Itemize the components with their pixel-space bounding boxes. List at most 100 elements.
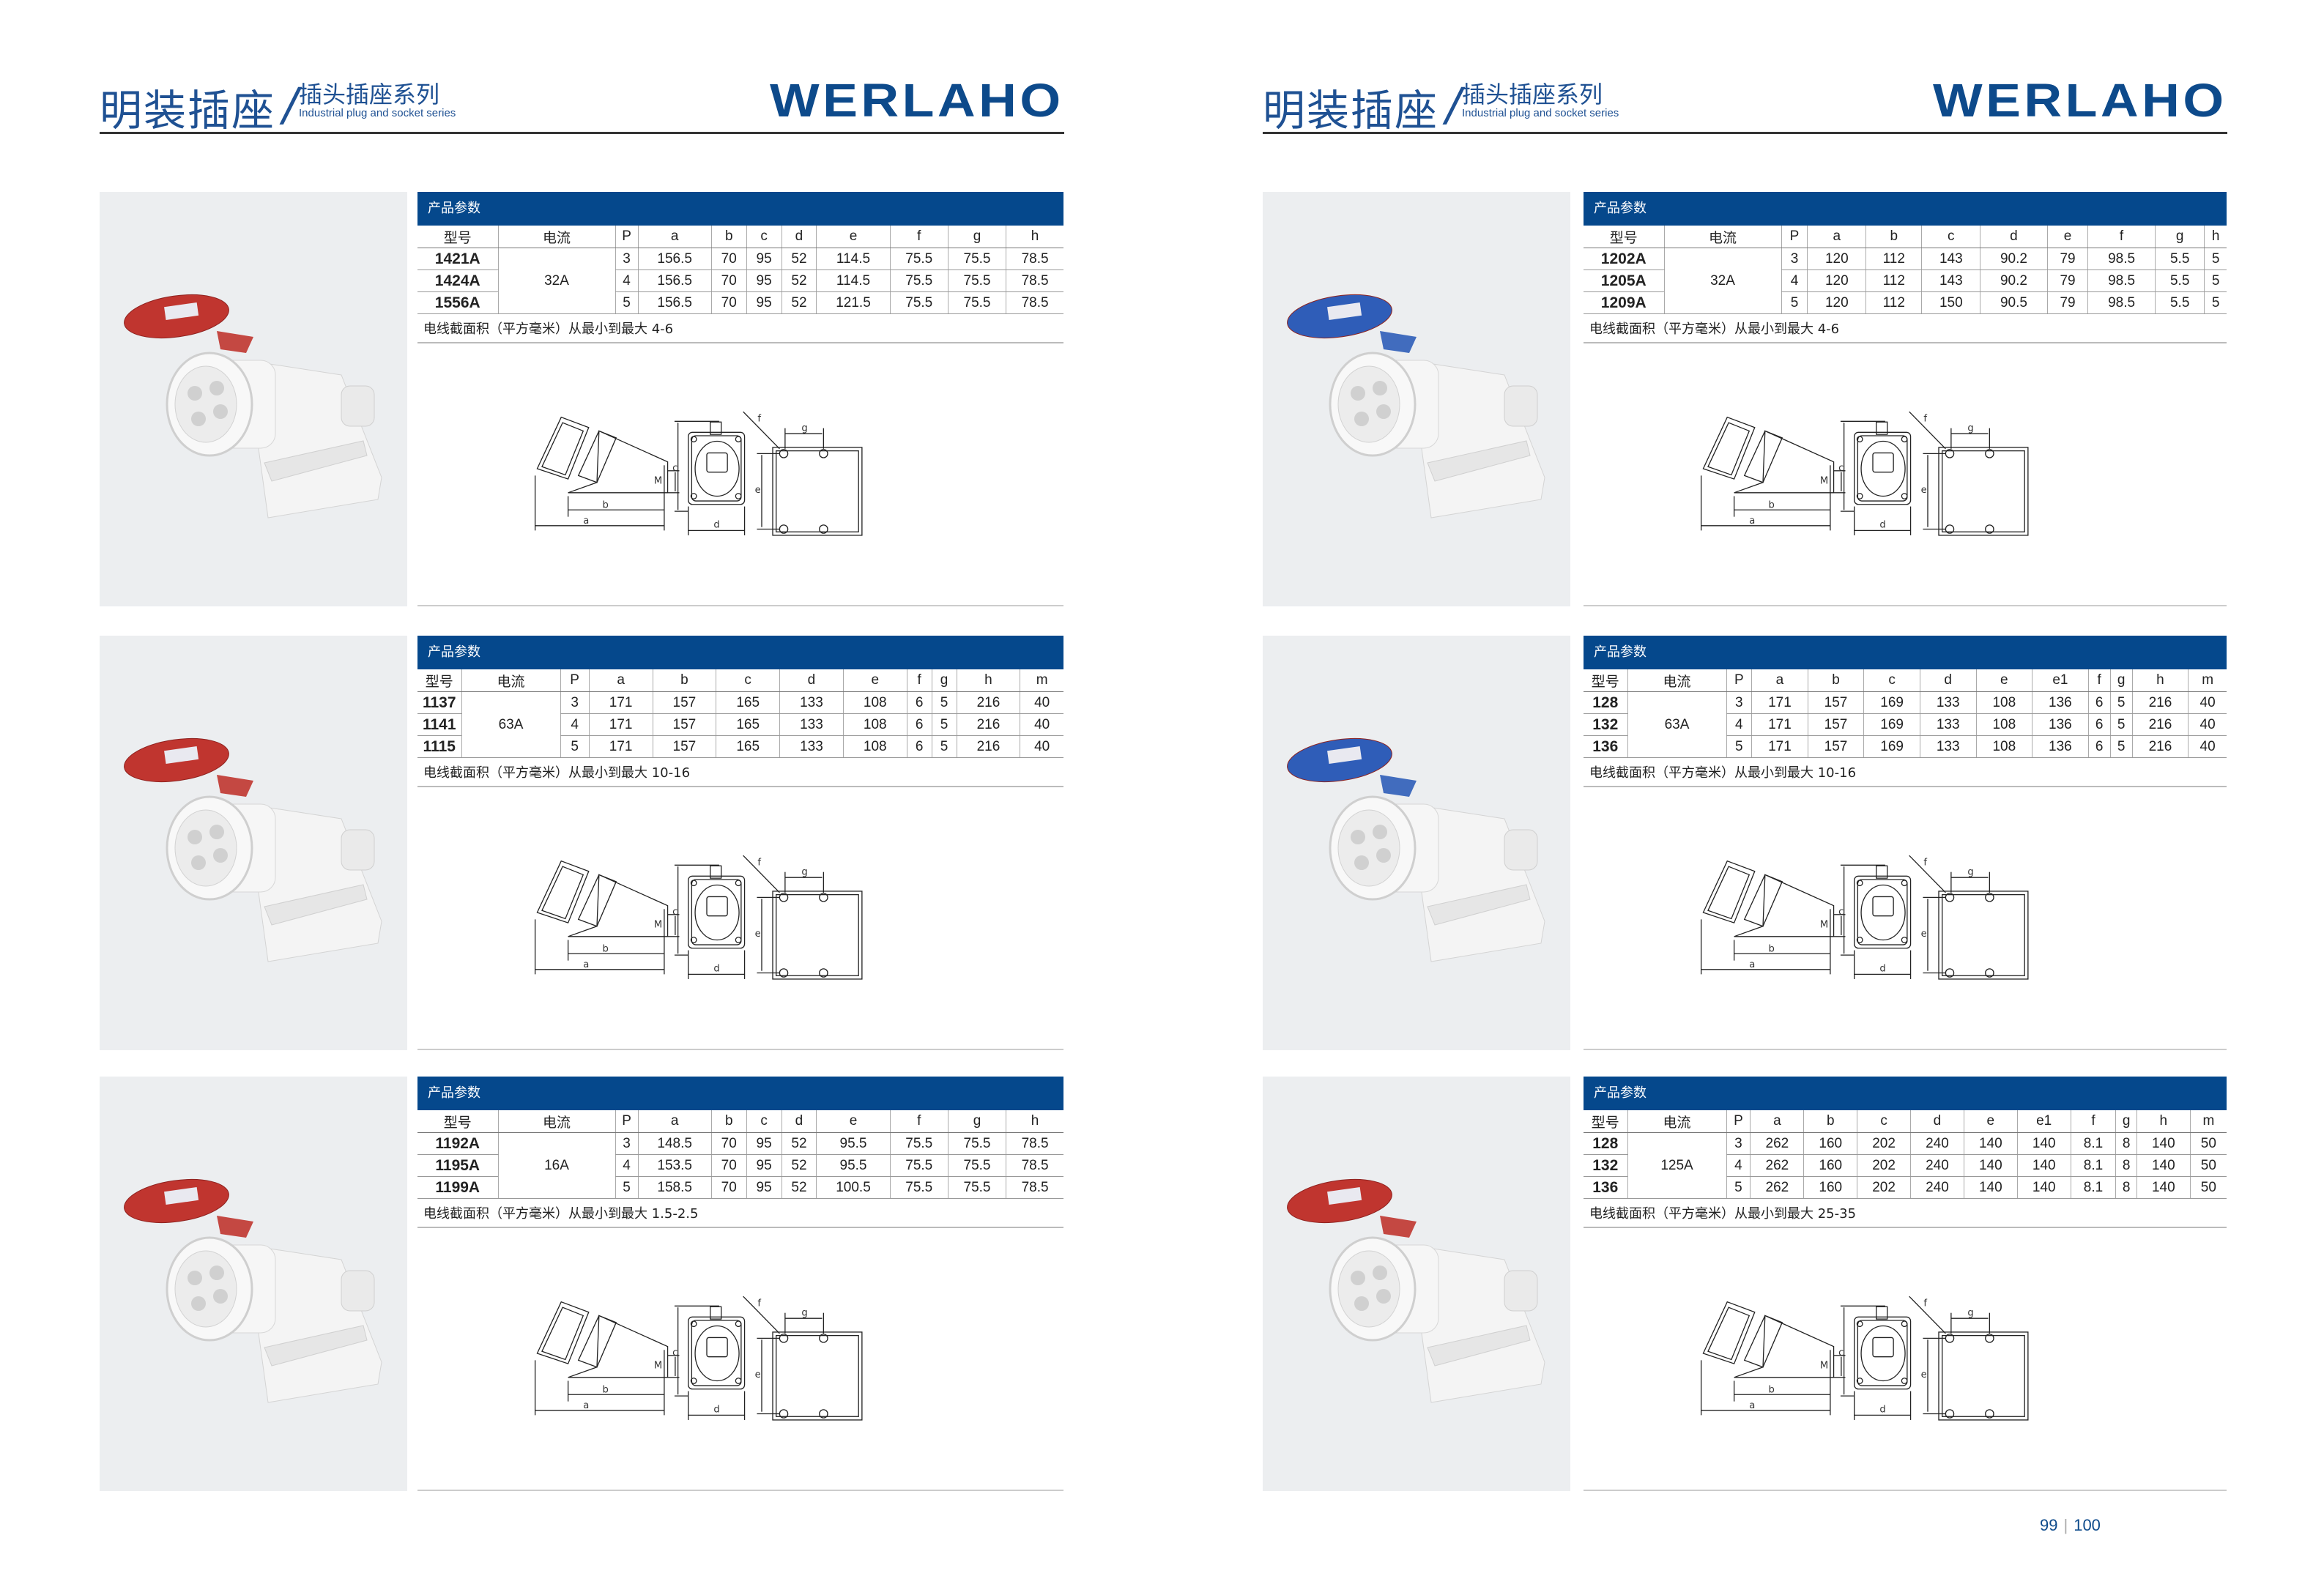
value-cell: 121.5 (816, 291, 891, 314)
value-cell: 6 (2087, 713, 2111, 736)
model-cell: 1137 (417, 691, 461, 714)
dimension-label: b (603, 499, 609, 510)
value-cell: 108 (842, 713, 907, 736)
socket-photo (124, 1179, 382, 1403)
value-cell: 169 (1863, 735, 1920, 758)
page-numbers: 99|100 (2040, 1516, 2101, 1535)
value-cell: 240 (1910, 1176, 1964, 1199)
value-cell: 133 (779, 735, 844, 758)
model-cell: 136 (1584, 735, 1627, 758)
value-cell: 90.5 (1980, 291, 2048, 314)
value-cell: 98.5 (2087, 291, 2156, 314)
column-header: c (1857, 1110, 1911, 1133)
dimension-label: M (1820, 920, 1828, 931)
product-photo (1263, 192, 1570, 606)
dimension-label: g (801, 1307, 807, 1318)
value-cell: 140 (2016, 1132, 2071, 1155)
dimension-label: f (757, 413, 761, 424)
dimension-label: f (757, 857, 761, 868)
dimension-drawing: a b c d e f g M (1700, 855, 2029, 980)
value-cell: 262 (1750, 1154, 1804, 1177)
dimension-drawing: a b c d e f g M (534, 1296, 863, 1421)
column-header: m (2188, 669, 2227, 692)
dimension-label: c (1838, 463, 1844, 474)
value-cell: 133 (1919, 713, 1976, 736)
value-cell: 95.5 (816, 1132, 891, 1155)
value-cell: 171 (1751, 735, 1808, 758)
column-header: b (1803, 1110, 1857, 1133)
front-view (1840, 420, 1912, 535)
value-cell: 75.5 (947, 1154, 1006, 1177)
value-cell: 5.5 (2154, 248, 2205, 270)
value-cell: 78.5 (1006, 248, 1063, 270)
value-cell: 171 (588, 691, 653, 714)
dimension-label: a (1749, 1400, 1755, 1411)
value-cell: 157 (1807, 735, 1864, 758)
dimension-label: g (1967, 423, 1973, 434)
value-cell: 140 (2016, 1154, 2071, 1177)
value-cell: 240 (1910, 1132, 1964, 1155)
value-cell: 140 (1963, 1154, 2018, 1177)
side-view (534, 860, 680, 975)
column-header: e (1963, 1110, 2018, 1133)
column-header: d (1980, 226, 2048, 248)
dimension-label: d (1879, 1405, 1885, 1416)
value-cell: 5 (615, 291, 639, 314)
product-photo (1263, 636, 1570, 1050)
side-view (534, 416, 680, 531)
value-cell: 216 (956, 713, 1020, 736)
dimension-label: e (755, 485, 761, 496)
column-header: f (906, 669, 932, 692)
column-header: b (710, 226, 747, 248)
value-cell: 5 (1726, 735, 1752, 758)
value-cell: 75.5 (947, 248, 1006, 270)
column-header: 电流 (1627, 1110, 1726, 1133)
value-cell: 158.5 (637, 1176, 712, 1199)
column-header: g (2109, 669, 2133, 692)
wire-cross-section-note: 电线截面积（平方毫米）从最小到最大 4-6 (417, 314, 1063, 343)
column-header: a (637, 226, 712, 248)
dimension-label: e (1921, 485, 1927, 496)
column-header: 型号 (1584, 669, 1627, 692)
value-cell: 216 (956, 691, 1020, 714)
value-cell: 133 (1919, 735, 1976, 758)
dimension-label: f (1923, 1298, 1927, 1309)
model-cell: 1141 (417, 713, 461, 736)
column-header: 型号 (1584, 226, 1664, 248)
value-cell: 202 (1857, 1154, 1911, 1177)
wire-cross-section-note: 电线截面积（平方毫米）从最小到最大 10-16 (1584, 758, 2227, 787)
dimension-label: a (583, 959, 589, 970)
column-header: c (1863, 669, 1920, 692)
dimension-label: e (1921, 929, 1927, 940)
page-number-right: 100 (2074, 1516, 2101, 1534)
value-cell: 262 (1750, 1132, 1804, 1155)
value-cell: 75.5 (889, 270, 948, 292)
value-cell: 5 (615, 1176, 639, 1199)
dimension-label: M (1820, 476, 1828, 487)
mounting-view (743, 1296, 863, 1421)
value-cell: 52 (781, 248, 817, 270)
value-cell: 165 (716, 735, 780, 758)
value-cell: 5 (2109, 735, 2133, 758)
current-cell: 125A (1627, 1132, 1726, 1199)
column-header: P (1726, 669, 1752, 692)
value-cell: 3 (1726, 691, 1752, 714)
value-cell: 5 (560, 735, 590, 758)
dimension-label: c (672, 463, 677, 474)
value-cell: 79 (2046, 248, 2088, 270)
value-cell: 79 (2046, 270, 2088, 292)
page-number-left: 99 (2040, 1516, 2058, 1534)
current-cell: 32A (1663, 248, 1781, 314)
